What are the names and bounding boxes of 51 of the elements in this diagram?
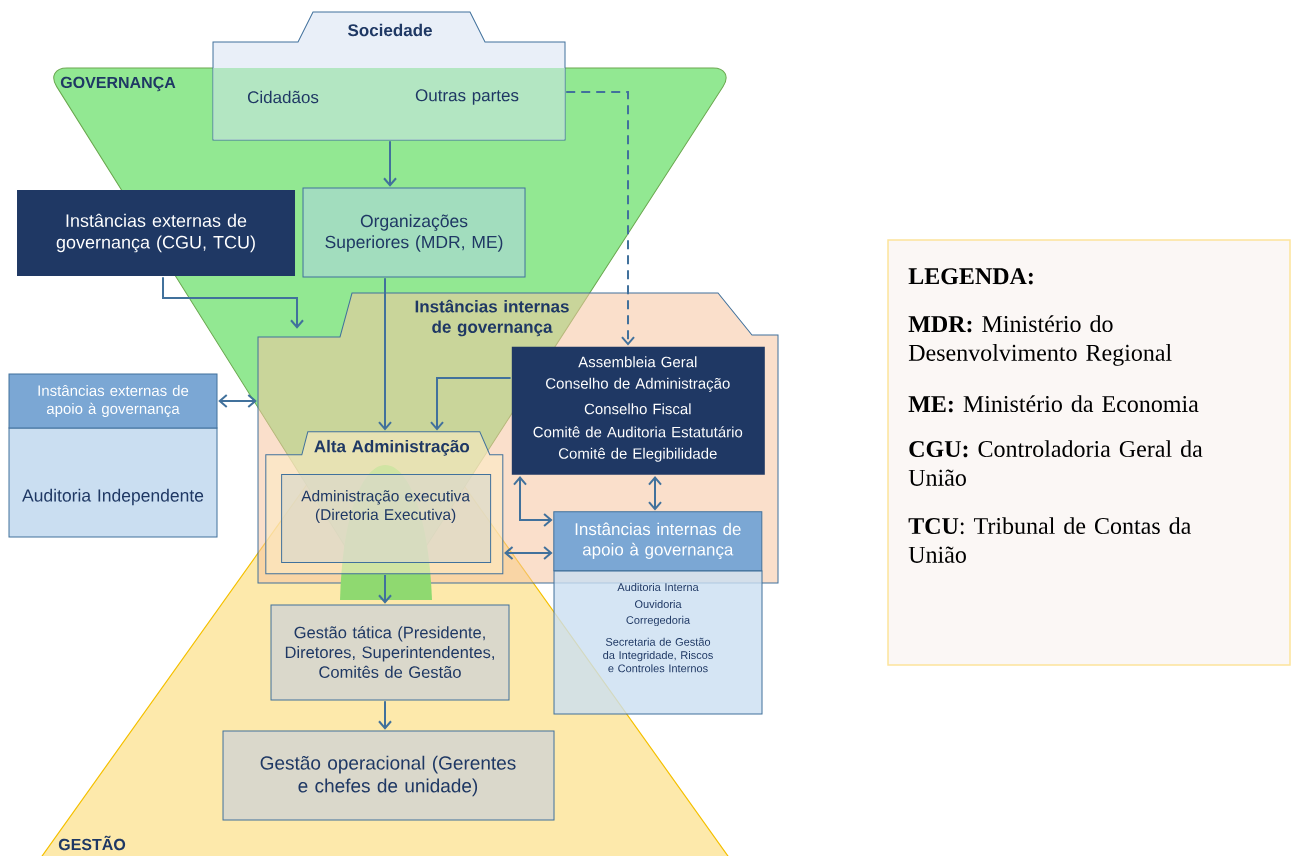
area-title: GESTÃO bbox=[58, 835, 126, 851]
node-text: Gestão tática (Presidente, Diretores, Superintendentes, Comitês de Gestão bbox=[285, 626, 494, 678]
node-text: Comitê de Auditoria Estatutário bbox=[533, 426, 743, 438]
area-title: GOVERNANÇA bbox=[60, 76, 176, 92]
node-text: Ouvidoria bbox=[635, 599, 682, 609]
node-text: Instâncias externas de governança (CGU, TCU) bbox=[56, 213, 255, 253]
arrow bbox=[430, 377, 512, 431]
node-text: Auditoria Interna bbox=[617, 582, 699, 592]
legend-text: ME: Ministério da Economia bbox=[908, 395, 1199, 413]
node-text: Outras partes bbox=[415, 89, 519, 105]
node-text: Comitê de Elegibilidade bbox=[558, 447, 717, 462]
legend-text: LEGENDA: bbox=[908, 268, 1033, 285]
process-box bbox=[8, 373, 218, 538]
folder-box bbox=[265, 431, 504, 575]
arrow bbox=[565, 91, 635, 346]
node-text: Organizações Superiores (MDR, ME) bbox=[325, 214, 503, 252]
legend-text: TCU: Tribunal de Contas da União bbox=[908, 517, 1191, 563]
process-box bbox=[281, 474, 492, 564]
list-box bbox=[553, 570, 763, 715]
node-text: Secretaria de Gestão da Integridade, Riscos e Controles Internos bbox=[603, 637, 713, 673]
arrow bbox=[218, 394, 257, 408]
node-text: Administração executiva (Diretoria Executiva) bbox=[301, 490, 470, 524]
legend-text: MDR: Ministério do Desenvolvimento Regional bbox=[908, 315, 1172, 366]
process-box bbox=[553, 511, 763, 572]
arrow bbox=[513, 476, 553, 527]
node-text: Instâncias internas de governança bbox=[415, 299, 569, 337]
legend-text: CGU: Controladoria Geral da União bbox=[908, 440, 1203, 486]
folder-box bbox=[212, 11, 566, 141]
process-box bbox=[17, 190, 295, 276]
process-box bbox=[511, 346, 765, 475]
arrow bbox=[162, 276, 304, 329]
process-box bbox=[302, 187, 526, 278]
arrow bbox=[648, 476, 662, 511]
node-text: Sociedade bbox=[348, 23, 432, 37]
arrow bbox=[378, 574, 392, 604]
arrow bbox=[383, 140, 397, 187]
arrow bbox=[378, 700, 392, 730]
node-text: Alta Administração bbox=[314, 439, 470, 456]
node-text: Gestão operacional (Gerentes e chefes de unidade) bbox=[260, 755, 516, 797]
node-text: Instâncias externas de apoio à governança bbox=[38, 384, 189, 418]
node-text: Assembleia Geral bbox=[578, 356, 697, 368]
arrow bbox=[378, 277, 392, 431]
node-text: Instâncias internas de apoio à governança bbox=[575, 522, 741, 559]
node-text: Corregedoria bbox=[626, 615, 691, 627]
node-text: Cidadãos bbox=[247, 90, 319, 104]
node-text: Conselho Fiscal bbox=[584, 403, 691, 415]
node-text: Conselho de Administração bbox=[546, 377, 730, 392]
process-box bbox=[270, 604, 510, 701]
process-box bbox=[222, 730, 555, 821]
node-text: Auditoria Independente bbox=[22, 488, 204, 506]
arrow bbox=[504, 546, 553, 560]
